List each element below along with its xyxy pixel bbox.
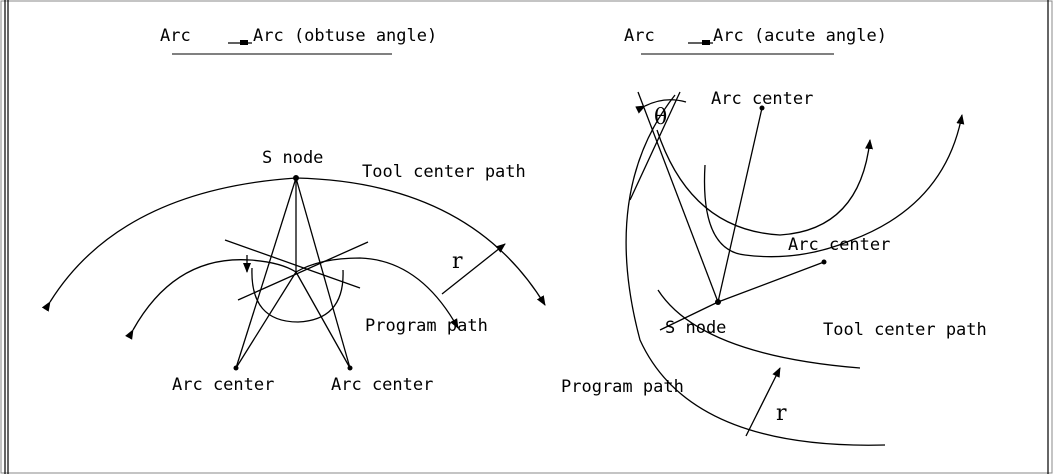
left-program-path-label: Program path	[365, 316, 488, 336]
right-radius-mid	[717, 261, 825, 303]
right-tool-path-label: Tool center path	[823, 320, 987, 340]
right-s-node-label: S node	[665, 318, 726, 338]
left-center-dot-1	[233, 365, 239, 371]
right-tool-arc-outer	[703, 114, 965, 258]
right-r-label: r	[776, 401, 787, 426]
left-offset-circle	[251, 267, 344, 323]
left-arc-center-2-label: Arc center	[331, 375, 433, 395]
left-radius-3	[235, 271, 297, 369]
right-title-arc: Arc	[624, 26, 655, 46]
left-arc-center-1-label: Arc center	[172, 375, 274, 395]
left-diagram: Arc Arc (obtuse angle) r S node Tool cen…	[41, 26, 546, 395]
left-tool-center-path	[41, 177, 546, 312]
right-angle-line-1	[637, 91, 719, 303]
right-angle-line-2	[629, 91, 681, 201]
left-program-arc-1	[125, 259, 297, 340]
left-radius-4	[295, 271, 351, 369]
left-tangent-2	[237, 241, 369, 301]
right-program-path	[625, 94, 886, 446]
left-title-arc: Arc	[160, 26, 191, 46]
left-s-node-label: S node	[262, 148, 323, 168]
right-tool-arc-lower	[657, 289, 861, 369]
right-title-arrow-head	[702, 40, 710, 45]
right-tool-arc-inner	[656, 129, 873, 236]
right-s-node-tick	[659, 301, 719, 331]
left-title-rest: Arc (obtuse angle)	[253, 26, 437, 46]
right-arc-center-mid-label: Arc center	[788, 235, 890, 255]
left-r-label: r	[452, 249, 463, 274]
right-theta-label: θ	[654, 105, 667, 130]
left-tool-path-label: Tool center path	[362, 162, 526, 182]
left-tangent-1	[224, 239, 361, 289]
right-s-node-dot	[715, 299, 721, 305]
right-angle-arc	[635, 99, 687, 114]
left-r-arrow	[441, 243, 506, 295]
right-diagram: Arc Arc (acute angle) r θ Arc center Arc…	[561, 26, 987, 446]
left-s-node-dot	[293, 175, 299, 181]
right-center-dot-top	[759, 105, 765, 111]
left-radius-2	[295, 177, 351, 369]
left-radius-1	[235, 177, 297, 369]
right-title-rest: Arc (acute angle)	[713, 26, 887, 46]
right-radius-top	[717, 107, 763, 303]
right-program-path-label: Program path	[561, 377, 684, 397]
left-center-dot-2	[347, 365, 353, 371]
left-program-arc-2	[295, 257, 459, 329]
left-title-arrow-head	[240, 40, 248, 45]
right-arc-center-top-label: Arc center	[711, 89, 813, 109]
right-center-dot-mid	[821, 259, 827, 265]
right-r-arrow	[745, 367, 781, 437]
